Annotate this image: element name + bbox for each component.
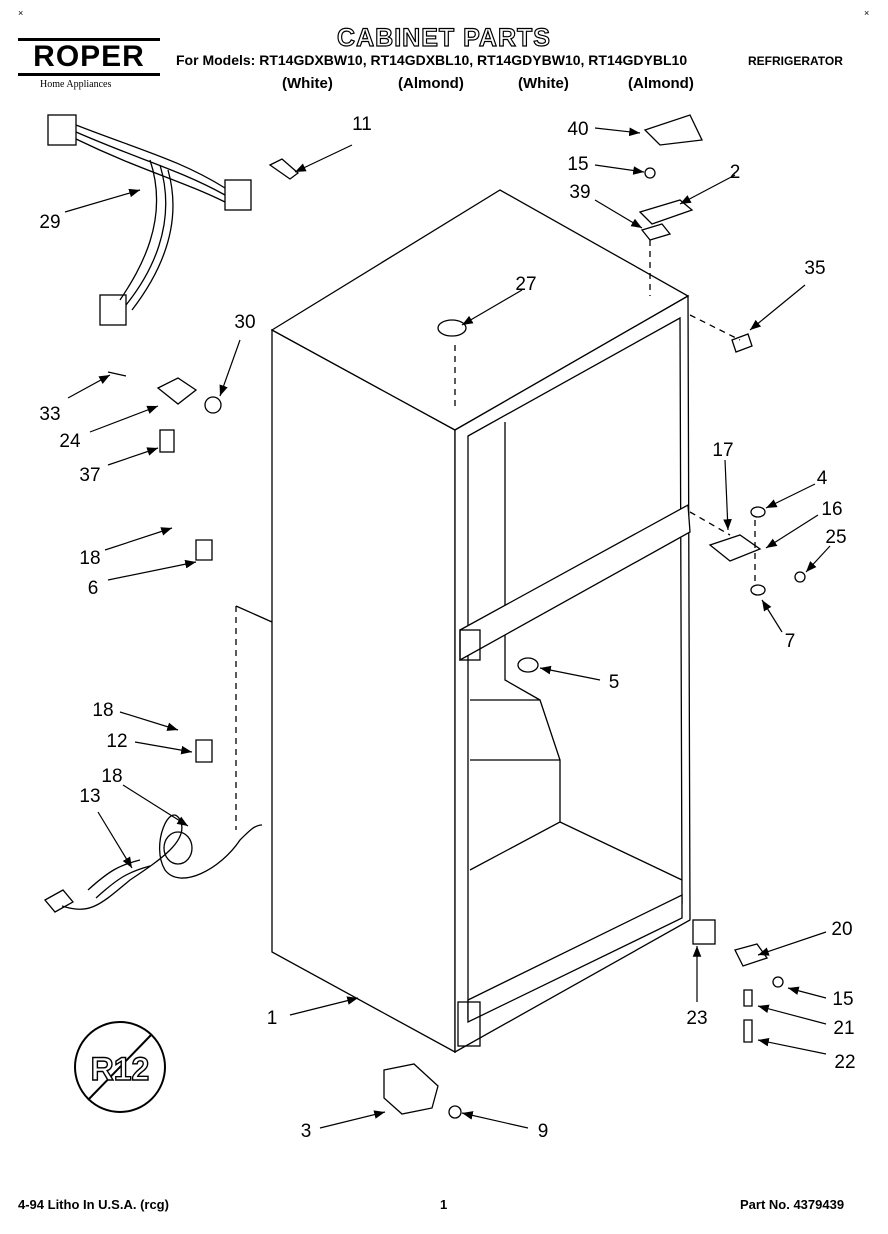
callout-18-a: 18 <box>79 548 100 569</box>
screw-part-22 <box>743 1019 753 1043</box>
callout-27: 27 <box>515 274 536 295</box>
callout-37: 37 <box>79 465 100 486</box>
callout-29: 29 <box>39 212 60 233</box>
mid-hinge-part-16 <box>708 534 762 562</box>
top-hinge-part-2 <box>638 199 694 225</box>
brand-logo: ROPER Home Appliances <box>18 38 160 90</box>
washer-part-7 <box>750 584 766 596</box>
hinge-cover-part-40 <box>643 114 703 146</box>
callout-2: 2 <box>730 162 741 183</box>
callout-5: 5 <box>609 672 620 693</box>
clip-part-6 <box>195 539 213 561</box>
brand-subtitle: Home Appliances <box>40 79 112 90</box>
callout-15-top: 15 <box>567 154 588 175</box>
bracket-part-24 <box>156 377 198 405</box>
screw-part-11 <box>268 158 300 180</box>
callout-20: 20 <box>831 919 852 940</box>
models-label: For Models: RT14GDXBW10, RT14GDXBL10, RT… <box>176 52 688 68</box>
callout-18-b: 18 <box>92 700 113 721</box>
callout-25: 25 <box>825 527 846 548</box>
variant-1: (White) <box>282 75 333 92</box>
pin-part-21 <box>743 989 753 1007</box>
callout-40: 40 <box>567 119 588 140</box>
callout-3: 3 <box>301 1121 312 1142</box>
callout-6: 6 <box>88 578 99 599</box>
appliance-type: REFRIGERATOR <box>748 54 843 68</box>
plug-part-5 <box>517 657 539 673</box>
plug-part-35 <box>731 333 753 353</box>
callout-21: 21 <box>833 1018 854 1039</box>
leveler-part-3 <box>383 1063 439 1115</box>
callout-16: 16 <box>821 499 842 520</box>
callout-17: 17 <box>712 440 733 461</box>
callout-33: 33 <box>39 404 60 425</box>
variant-4: (Almond) <box>628 75 694 92</box>
callout-12: 12 <box>106 731 127 752</box>
variant-2: (Almond) <box>398 75 464 92</box>
bottom-hinge-part-20 <box>734 943 769 967</box>
callout-23: 23 <box>686 1008 707 1029</box>
callout-39: 39 <box>569 182 590 203</box>
callout-22: 22 <box>834 1052 855 1073</box>
r12-badge <box>74 1021 166 1113</box>
callout-35: 35 <box>804 258 825 279</box>
callout-1: 1 <box>267 1008 278 1029</box>
callout-9: 9 <box>538 1121 549 1142</box>
callout-18-c: 18 <box>101 766 122 787</box>
shim-part-23 <box>692 919 716 945</box>
callout-15-bottom: 15 <box>832 989 853 1010</box>
r12-badge-label: R12 <box>91 1051 150 1087</box>
footer-litho: 4-94 Litho In U.S.A. (rcg) <box>18 1197 169 1212</box>
bushing-part-30 <box>204 396 222 414</box>
footer-part-number: Part No. 4379439 <box>740 1197 845 1212</box>
callout-13: 13 <box>79 786 100 807</box>
footer-page-number: 1 <box>440 1197 448 1212</box>
callout-30: 30 <box>234 312 255 333</box>
callout-4: 4 <box>817 468 828 489</box>
corner-mark-left: × <box>18 8 24 18</box>
callout-24: 24 <box>59 431 81 452</box>
plug-part-27 <box>437 319 467 337</box>
cabinet-left-side <box>271 328 456 1054</box>
washer-part-4 <box>750 506 766 518</box>
variant-3: (White) <box>518 75 569 92</box>
callout-11: 11 <box>352 114 372 135</box>
corner-mark-right: × <box>864 8 870 18</box>
spacer-part-37 <box>159 429 175 453</box>
page-title: CABINET PARTS <box>336 23 551 52</box>
callout-7: 7 <box>785 631 796 652</box>
brand-name: ROPER <box>33 40 145 73</box>
power-cord-part-13 <box>43 814 263 913</box>
screw-part-15-top <box>644 167 656 179</box>
clip-part-12 <box>195 739 213 763</box>
